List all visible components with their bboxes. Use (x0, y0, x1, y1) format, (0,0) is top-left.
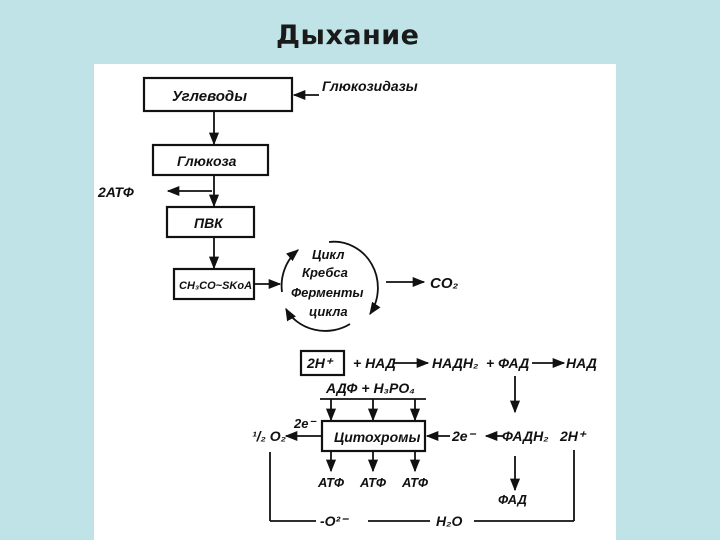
atp-output-3: АТФ (401, 475, 429, 490)
glucose-label: Глюкоза (177, 153, 237, 169)
cytochromes-box (320, 419, 427, 453)
nadh2-label: НАДН₂ (432, 355, 478, 371)
krebs-label-1: Цикл (312, 247, 344, 262)
atp2-label: 2АТФ (97, 184, 134, 200)
co2-label: CO₂ (430, 275, 459, 292)
carbohydrates-box (142, 76, 294, 113)
fadh2-label: ФАДН₂ (502, 428, 549, 444)
h2-right-label: 2H⁺ (559, 428, 587, 444)
nad-out-label: НАД (566, 355, 597, 371)
krebs-label-4: цикла (309, 304, 348, 319)
krebs-label-2: Кребса (302, 265, 348, 280)
respiration-diagram: Углеводы Глюкозидазы Глюкоза 2АТФ ПВК CH… (97, 76, 597, 529)
cytochromes-label: Цитохромы (334, 429, 420, 445)
adp-phosphate-label: АДФ + H₃PO₄ (325, 380, 415, 396)
krebs-cycle-arc-top (328, 240, 381, 316)
krebs-label-3: Ферменты (291, 285, 364, 300)
e2-right-label: 2e⁻ (451, 428, 477, 444)
acetyl-coa-label: CH₃CO~SKoA (179, 280, 252, 292)
krebs-cycle-arc-bottom (285, 307, 351, 332)
h2-ion-box (299, 349, 346, 377)
fad-out-label: ФАД (498, 492, 528, 507)
pvk-label: ПВК (194, 215, 224, 231)
glucosidases-label: Глюкозидазы (322, 78, 418, 94)
e2-left-label: 2e⁻ (293, 416, 317, 431)
water-label: H₂O (436, 513, 462, 529)
o2-minus-label: -O²⁻ (320, 513, 349, 529)
h2-ion-label: 2H⁺ (306, 355, 334, 371)
atp-output-1: АТФ (317, 475, 345, 490)
fad-plus-label: + ФАД (486, 355, 529, 371)
glucose-box (151, 143, 270, 177)
carbohydrates-label: Углеводы (172, 88, 247, 105)
diagram-panel: Углеводы Глюкозидазы Глюкоза 2АТФ ПВК CH… (94, 64, 616, 540)
atp-output-2: АТФ (359, 475, 387, 490)
krebs-cycle-arc-left (280, 249, 299, 293)
nad-plus-label: + НАД (353, 355, 396, 371)
slide-title: Дыхание (276, 20, 420, 51)
half-o2-label: ¹/₂ O₂ (252, 428, 286, 444)
